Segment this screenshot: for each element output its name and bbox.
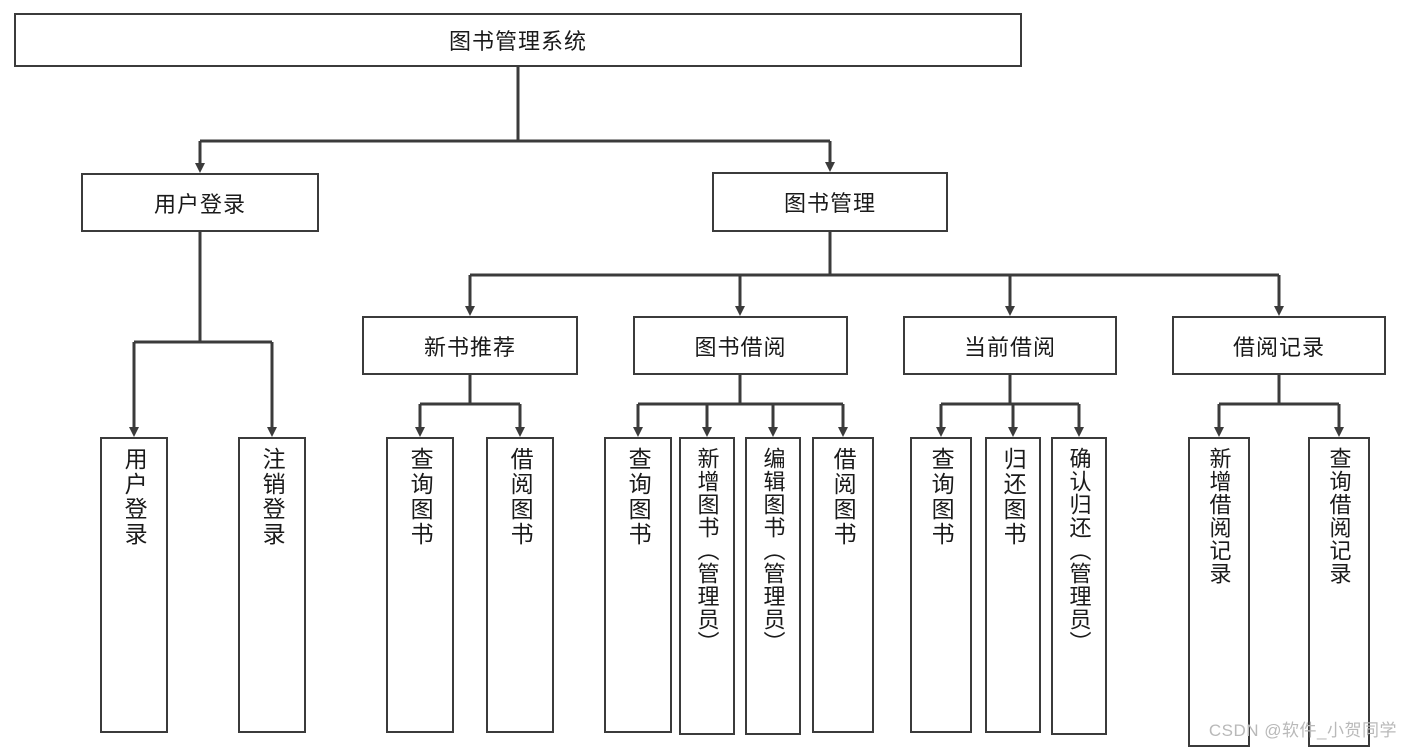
leaf-label: 注销登录 (259, 447, 286, 547)
leaf-label: 新增借阅记录 (1206, 447, 1232, 585)
leaf-node[interactable]: 确认归还（管理员） (1051, 437, 1107, 735)
leaf-node[interactable]: 新增借阅记录 (1188, 437, 1250, 747)
leaf-label: 查询图书 (928, 447, 955, 547)
leaf-node[interactable]: 注销登录 (238, 437, 306, 733)
node-current-borrow[interactable]: 当前借阅 (903, 316, 1117, 375)
leaf-node[interactable]: 编辑图书（管理员） (745, 437, 801, 735)
leaf-label: 编辑图书（管理员） (760, 447, 786, 654)
node-label: 图书管理 (783, 191, 876, 216)
node-label: 图书借阅 (694, 334, 787, 360)
leaf-label: 确认归还（管理员） (1066, 447, 1092, 654)
leaf-node[interactable]: 新增图书（管理员） (679, 437, 735, 735)
leaf-label: 查询图书 (625, 447, 652, 547)
watermark: CSDN @软件_小贺同学 (1208, 721, 1397, 740)
leaf-node[interactable]: 借阅图书 (812, 437, 874, 733)
node-new-book-recommend[interactable]: 新书推荐 (362, 316, 578, 375)
node-label: 借阅记录 (1232, 334, 1325, 360)
leaf-node[interactable]: 用户登录 (100, 437, 168, 733)
leaf-label: 新增图书（管理员） (694, 447, 720, 654)
node-label: 新书推荐 (423, 334, 516, 360)
leaf-node[interactable]: 查询借阅记录 (1308, 437, 1370, 747)
leaf-label: 用户登录 (121, 447, 148, 547)
node-borrow-record[interactable]: 借阅记录 (1172, 316, 1386, 375)
leaf-node[interactable]: 查询图书 (910, 437, 972, 733)
leaf-label: 查询图书 (407, 447, 434, 547)
leaf-label: 查询借阅记录 (1326, 447, 1352, 585)
node-root[interactable]: 图书管理系统 (14, 13, 1022, 67)
node-label: 当前借阅 (963, 334, 1056, 360)
node-book-borrow[interactable]: 图书借阅 (633, 316, 848, 375)
leaf-node[interactable]: 查询图书 (604, 437, 672, 733)
leaf-label: 归还图书 (1000, 447, 1027, 547)
leaf-node[interactable]: 借阅图书 (486, 437, 554, 733)
node-root-label: 图书管理系统 (448, 29, 587, 54)
leaf-node[interactable]: 查询图书 (386, 437, 454, 733)
node-book-management[interactable]: 图书管理 (712, 172, 948, 232)
leaf-label: 借阅图书 (507, 447, 534, 547)
leaf-label: 借阅图书 (830, 447, 857, 547)
node-label: 用户登录 (153, 191, 246, 217)
leaf-node[interactable]: 归还图书 (985, 437, 1041, 733)
node-user-login[interactable]: 用户登录 (81, 173, 319, 232)
